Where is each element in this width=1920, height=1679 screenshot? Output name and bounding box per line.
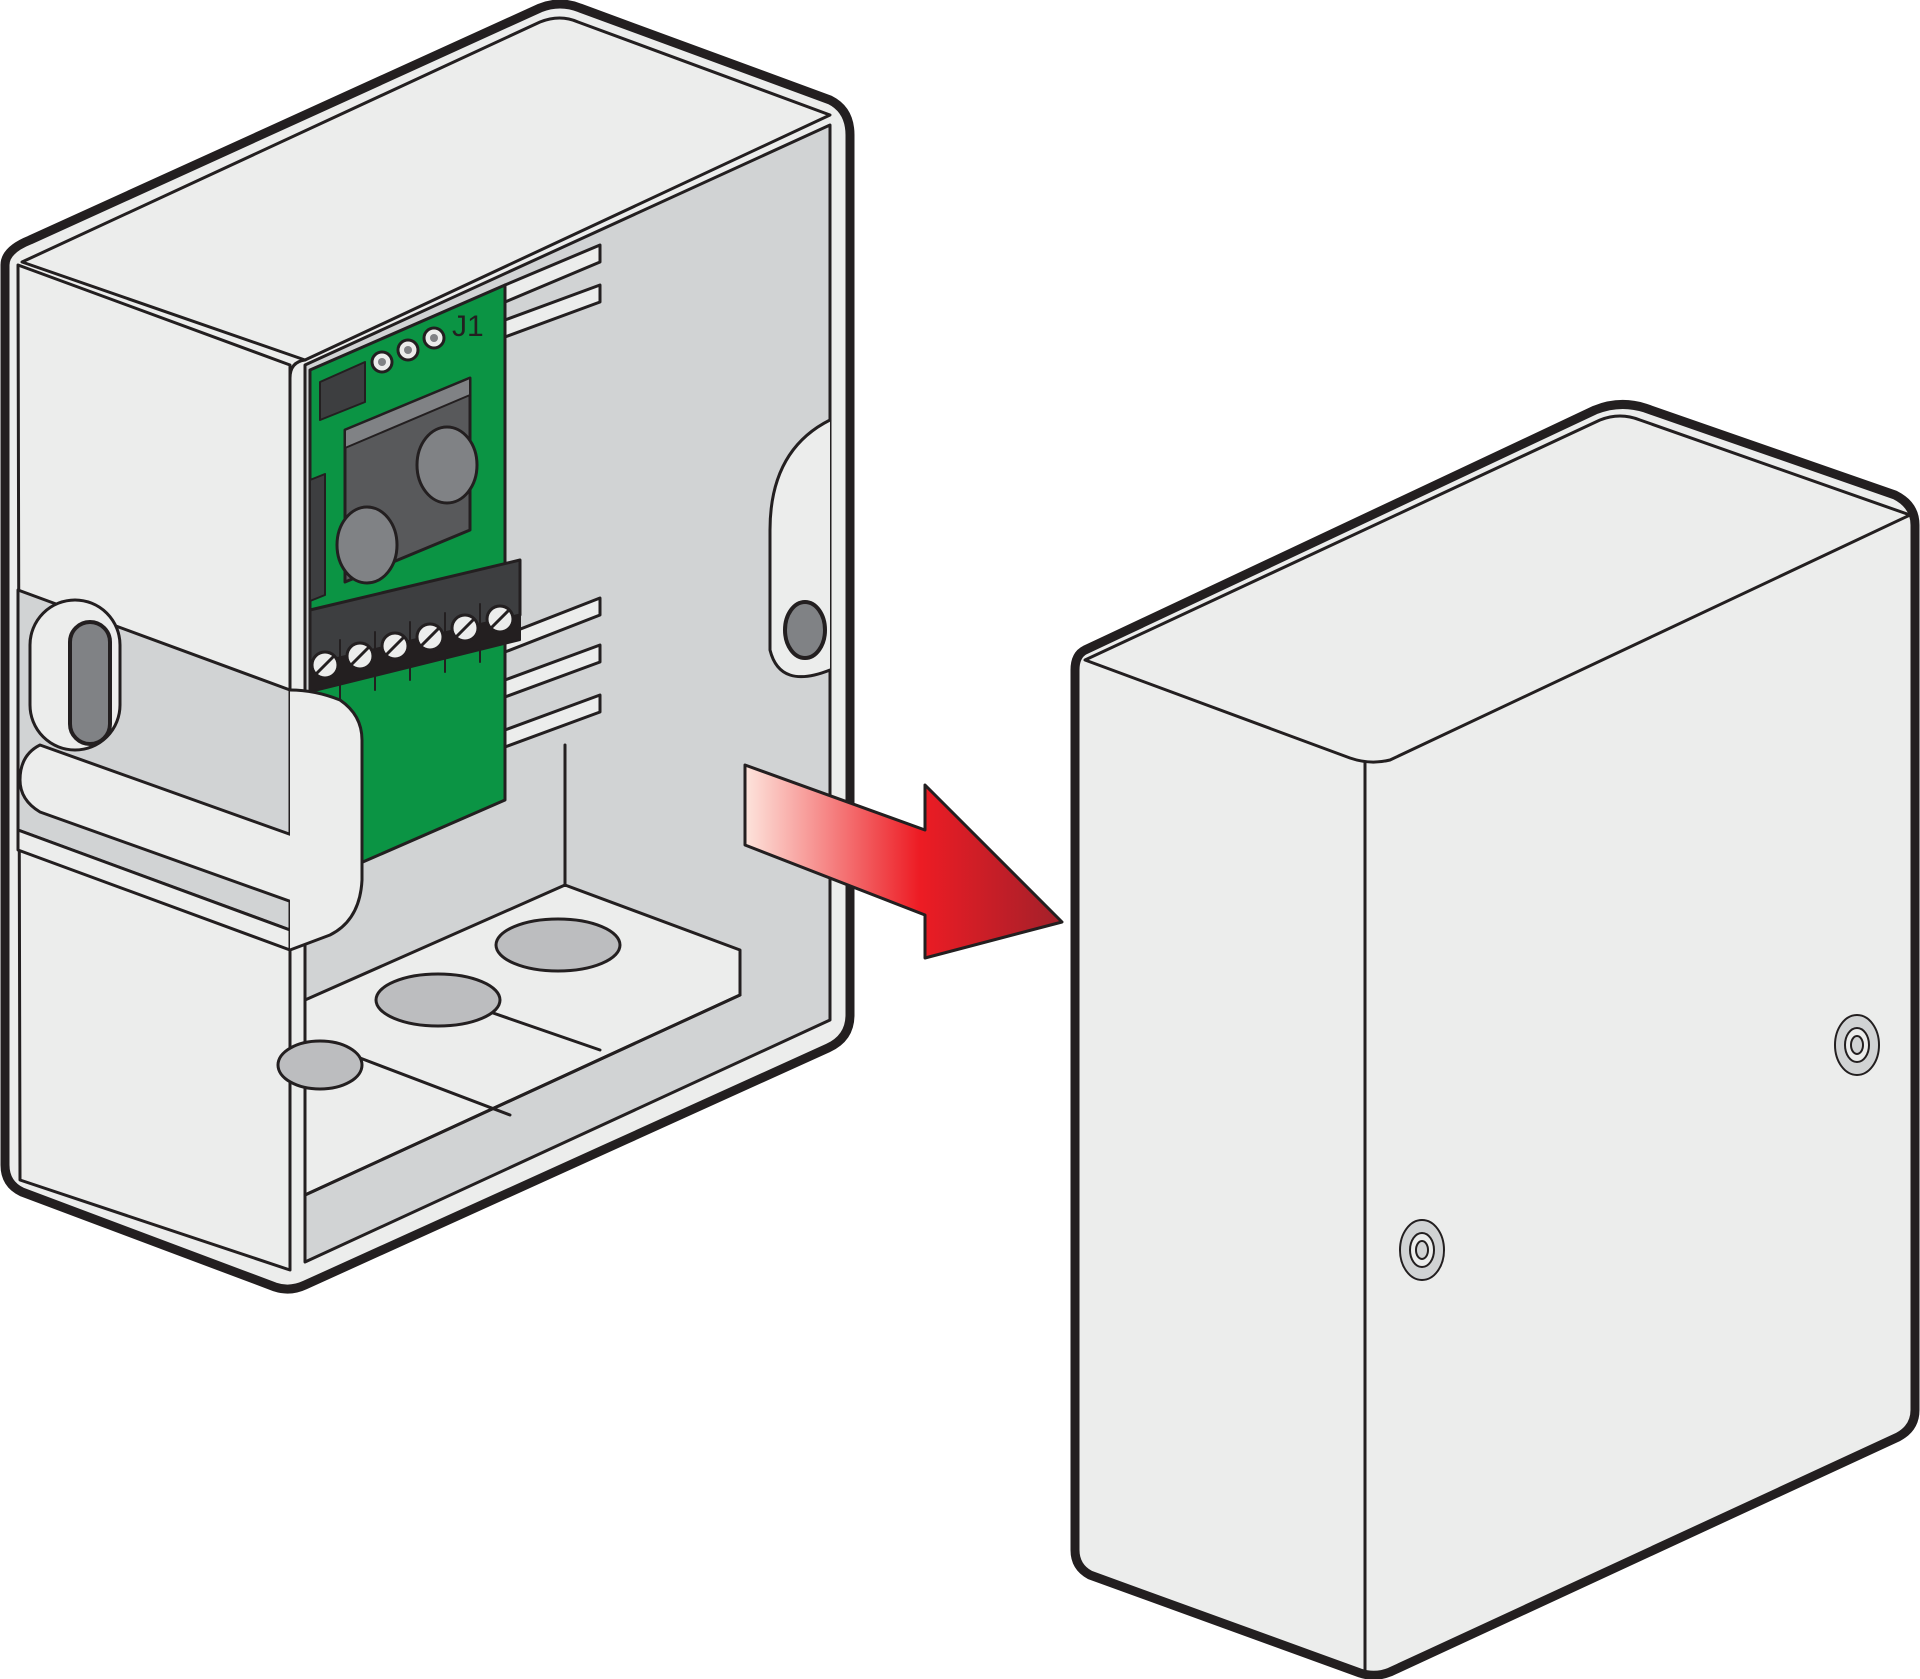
terminal-screws xyxy=(310,604,515,680)
base-floor-shelf-front xyxy=(303,993,742,1197)
knockout-2 xyxy=(374,972,502,1028)
enclosure-base: J1 xyxy=(0,0,855,1294)
relay-component xyxy=(335,376,479,585)
connector-label: J1 xyxy=(452,310,484,343)
base-floor-shelf xyxy=(303,883,742,1197)
cover-top-face xyxy=(1083,414,1912,764)
arrow-right-icon xyxy=(743,763,1064,960)
knockout-3 xyxy=(276,1039,364,1091)
cover-screw xyxy=(1834,1014,1880,1076)
pcb-chip xyxy=(319,361,366,421)
cover-screw xyxy=(1399,1219,1445,1281)
terminal-block xyxy=(308,558,522,701)
pcb-guide-rails xyxy=(503,243,602,887)
mounting-slot xyxy=(68,620,112,746)
base-right-boss-hole xyxy=(783,600,827,660)
pcb-capacitor xyxy=(309,473,326,602)
connector-j1: J1 xyxy=(370,310,484,374)
base-front-lip xyxy=(288,688,364,952)
relay-coil xyxy=(415,425,479,505)
knockout-1 xyxy=(494,917,622,973)
base-top-rim xyxy=(20,16,832,362)
direction-arrow xyxy=(743,763,1064,960)
enclosure-cover xyxy=(1070,400,1920,1679)
relay-coil xyxy=(335,505,399,585)
